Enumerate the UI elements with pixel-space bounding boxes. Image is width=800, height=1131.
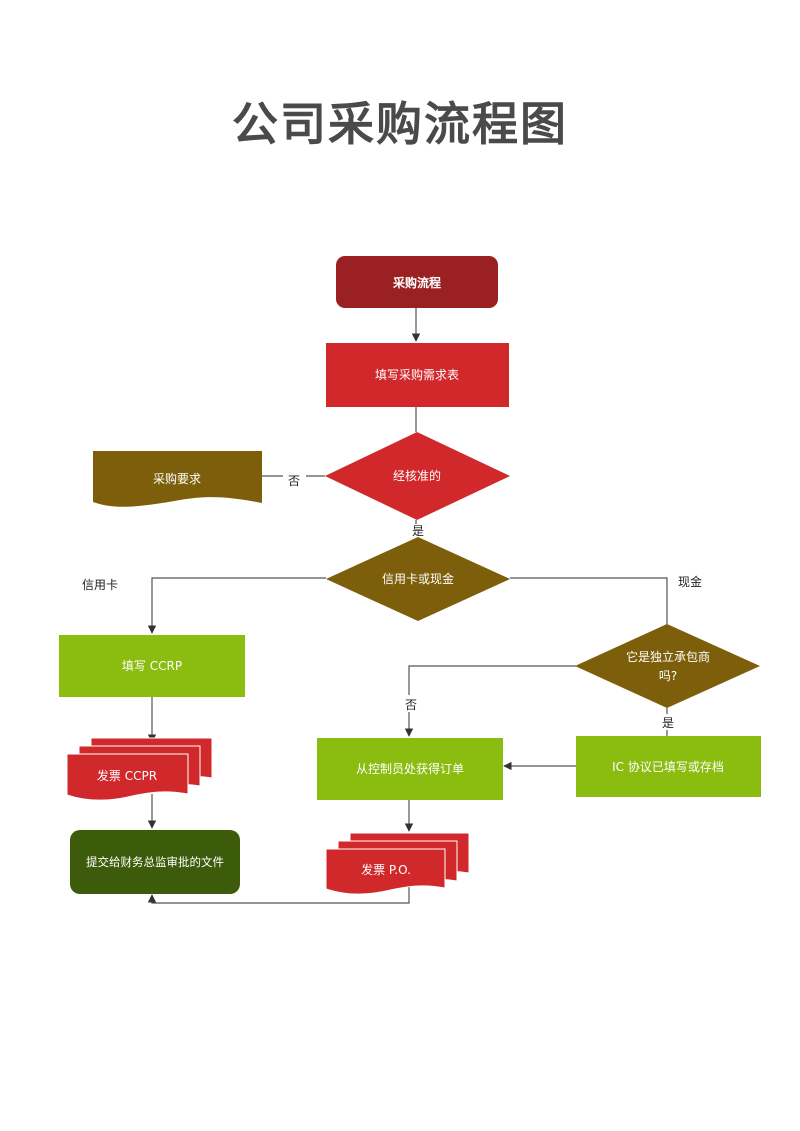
label-credit-card: 信用卡 bbox=[82, 578, 118, 592]
node-invoice-po[interactable]: 发票 P.O. bbox=[325, 832, 470, 895]
page-title: 公司采购流程图 bbox=[232, 97, 568, 151]
node-ic-agreement-label: IC 协议已填写或存档 bbox=[612, 759, 724, 774]
node-ic-agreement[interactable]: IC 协议已填写或存档 bbox=[576, 736, 761, 797]
node-independent-contractor-label-2: 吗? bbox=[659, 669, 677, 683]
node-get-order[interactable]: 从控制员处获得订单 bbox=[317, 738, 503, 800]
node-approved-label: 经核准的 bbox=[393, 468, 441, 483]
node-start[interactable]: 采购流程 bbox=[336, 256, 498, 308]
node-fill-ccrp[interactable]: 填写 CCRP bbox=[59, 635, 245, 697]
node-card-or-cash-label: 信用卡或现金 bbox=[382, 571, 454, 586]
node-card-or-cash[interactable]: 信用卡或现金 bbox=[326, 537, 510, 621]
edge-po-to-submit bbox=[147, 880, 410, 904]
node-fill-form-label: 填写采购需求表 bbox=[375, 367, 459, 382]
label-cash: 现金 bbox=[678, 574, 702, 589]
connectors bbox=[147, 308, 668, 904]
node-independent-contractor[interactable]: 它是独立承包商 吗? bbox=[575, 624, 760, 708]
node-submit-finance-label: 提交给财务总监审批的文件 bbox=[86, 855, 224, 869]
label-yes-approved: 是 bbox=[412, 524, 424, 538]
label-no-approved: 否 bbox=[288, 474, 300, 488]
node-invoice-ccpr[interactable]: 发票 CCPR bbox=[66, 737, 213, 801]
label-yes-contractor: 是 bbox=[662, 716, 674, 730]
label-no-contractor: 否 bbox=[405, 698, 417, 712]
node-purchase-requirement-label: 采购要求 bbox=[153, 471, 201, 486]
node-approved[interactable]: 经核准的 bbox=[325, 432, 510, 520]
node-fill-ccrp-label: 填写 CCRP bbox=[122, 659, 182, 673]
node-invoice-ccpr-label: 发票 CCPR bbox=[97, 768, 157, 783]
node-invoice-po-label: 发票 P.O. bbox=[361, 862, 411, 877]
node-submit-finance[interactable]: 提交给财务总监审批的文件 bbox=[70, 830, 240, 894]
node-get-order-label: 从控制员处获得订单 bbox=[356, 761, 464, 776]
node-independent-contractor-label-1: 它是独立承包商 bbox=[626, 649, 710, 664]
edge-card-to-ccrp bbox=[147, 577, 326, 634]
edge-cash-to-contractor bbox=[510, 577, 668, 635]
node-fill-form[interactable]: 填写采购需求表 bbox=[326, 343, 509, 407]
edge-contractor-to-no bbox=[408, 665, 576, 695]
node-start-label: 采购流程 bbox=[392, 275, 441, 290]
node-purchase-requirement[interactable]: 采购要求 bbox=[93, 451, 262, 507]
